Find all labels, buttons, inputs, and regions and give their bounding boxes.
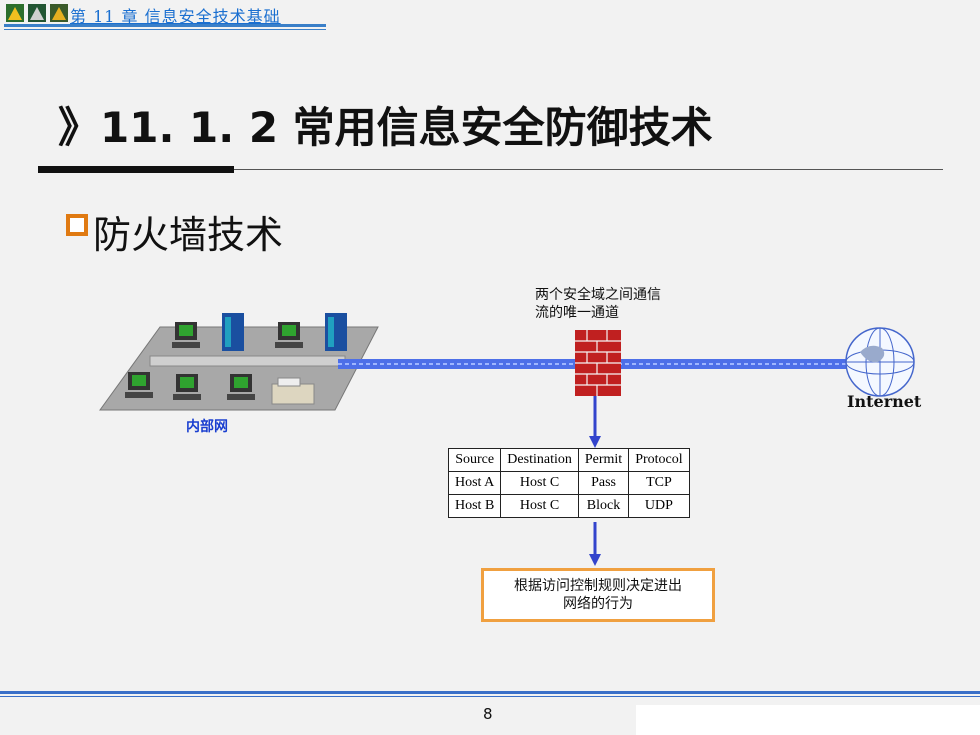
footer-panel [636,705,980,735]
header-logo-icons [6,4,68,22]
footer-rule [0,691,980,694]
table-cell: Pass [577,471,630,495]
server-icon [325,313,347,351]
header-cell: Protocol [628,448,690,472]
table-cell: Host B [447,494,502,518]
computer-icon [172,322,200,348]
page-number: 8 [483,705,493,723]
arrow-down-icon [589,522,601,566]
lan-switch [149,355,346,367]
header-cell: Permit [577,448,630,472]
title-rule-accent [38,166,234,173]
table-cell: Block [577,494,630,518]
title-rule [38,169,943,170]
firewall-callout: 两个安全域之间通信 流的唯一通道 [535,287,661,321]
internet-label: Internet [847,392,922,411]
bullet-square-icon [66,214,88,236]
chapter-link[interactable]: 第 11 章 信息安全技术基础 [70,7,281,26]
table-cell: UDP [628,494,690,518]
internet-globe-icon [845,327,915,397]
table-cell: Host A [447,471,502,495]
header-rule-thin [4,29,326,30]
page-title: 》11. 1. 2 常用信息安全防御技术 [58,103,713,152]
header-cell: Source [447,448,502,472]
inner-network-label: 内部网 [186,419,228,435]
logo-icon-1 [6,4,24,22]
computer-icon [227,374,255,400]
table-cell: Host C [500,471,579,495]
access-rules-table: Source Destination Permit Protocol Host … [447,448,690,518]
footer-rule-thin [0,696,980,697]
section-title: 防火墙技术 [93,213,284,257]
network-diagram [99,313,915,566]
computer-icon [275,322,303,348]
computer-icon [125,372,153,398]
logo-icon-2 [28,4,46,22]
header-rule [4,24,326,27]
firewall-icon [575,330,621,396]
table-row: Host B Host C Block UDP [447,494,690,518]
table-cell: Host C [500,494,579,518]
header-cell: Destination [500,448,579,472]
logo-icon-3 [50,4,68,22]
table-header-row: Source Destination Permit Protocol [447,448,690,472]
computer-icon [173,374,201,400]
printer-icon [271,377,315,405]
table-cell: TCP [628,471,690,495]
decision-text: 根据访问控制规则决定进出 网络的行为 [514,578,682,612]
decision-box: 根据访问控制规则决定进出 网络的行为 [481,568,715,622]
server-icon [222,313,244,351]
arrow-down-icon [589,396,601,448]
table-row: Host A Host C Pass TCP [447,471,690,495]
